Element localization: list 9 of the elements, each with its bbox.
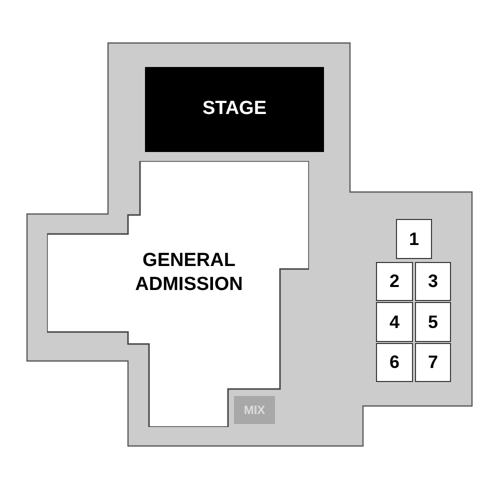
seating-section: 6: [376, 343, 413, 382]
seating-section: 3: [415, 262, 451, 301]
seating-section: 1: [396, 219, 432, 259]
seating-section: 5: [415, 302, 451, 342]
stage-area: STAGE: [145, 67, 324, 152]
seating-section: 4: [376, 302, 413, 342]
seating-section: 7: [415, 343, 451, 382]
area-label: GENERAL ADMISSION: [134, 249, 244, 297]
seating-section: 2: [376, 262, 413, 301]
